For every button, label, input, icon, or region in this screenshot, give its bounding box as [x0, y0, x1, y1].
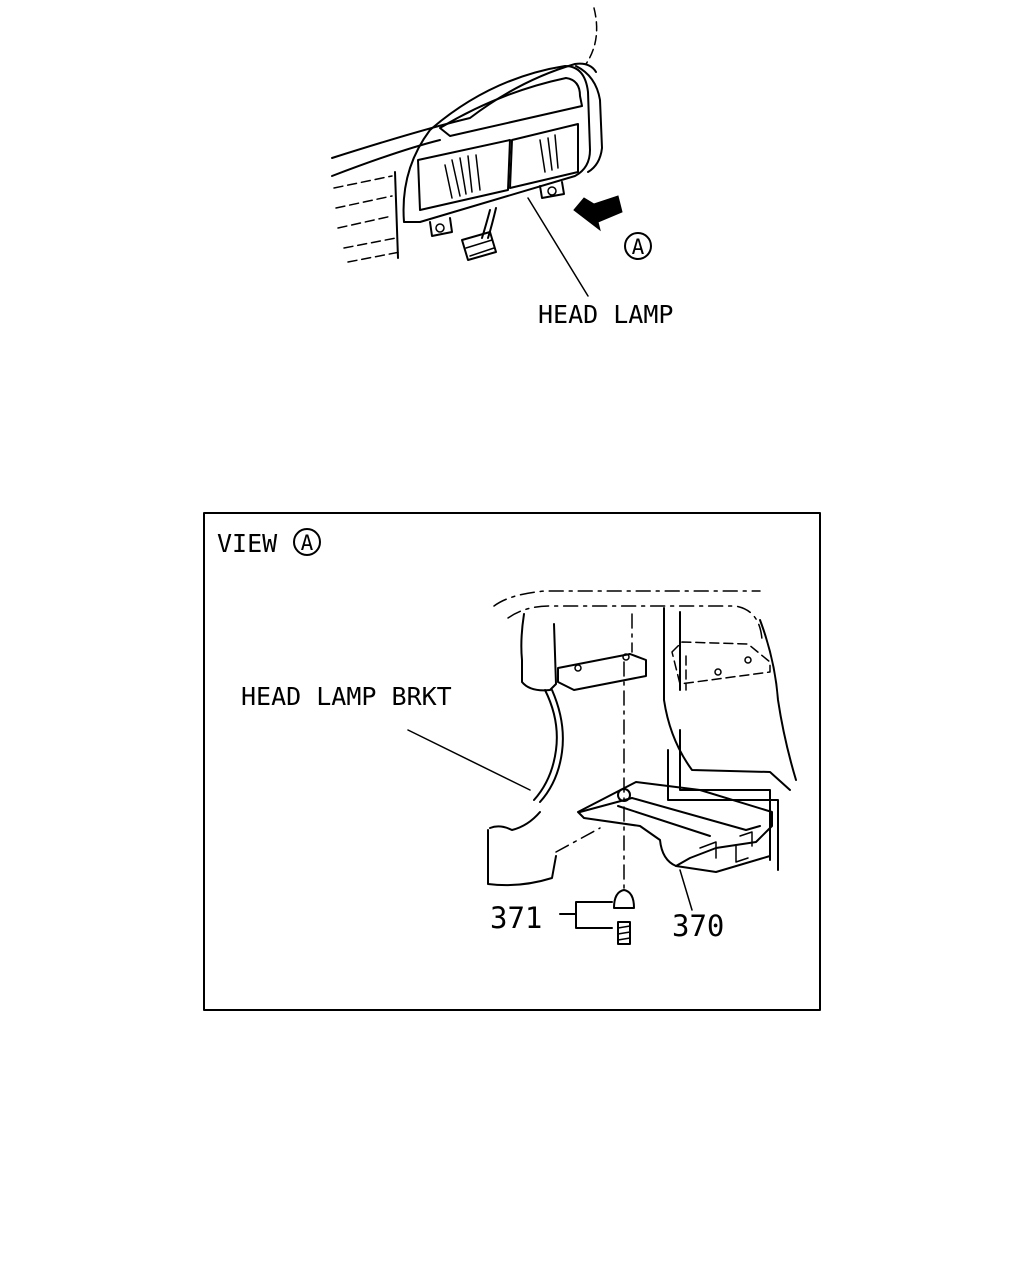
part-number-371: 371 [490, 901, 542, 935]
view-marker-a: A [632, 235, 645, 259]
bracket-detail-drawing [407, 590, 797, 945]
view-a-title: VIEW [217, 529, 278, 558]
head-lamp-label: HEAD LAMP [538, 300, 673, 329]
view-a-title-marker: A [301, 531, 314, 555]
view-a-marker-circle [293, 528, 321, 556]
view-a-frame [203, 512, 821, 1011]
part-number-370: 370 [672, 909, 724, 943]
head-lamp-brkt-label: HEAD LAMP BRKT [241, 682, 452, 711]
head-lamp-assembly [331, 7, 652, 297]
